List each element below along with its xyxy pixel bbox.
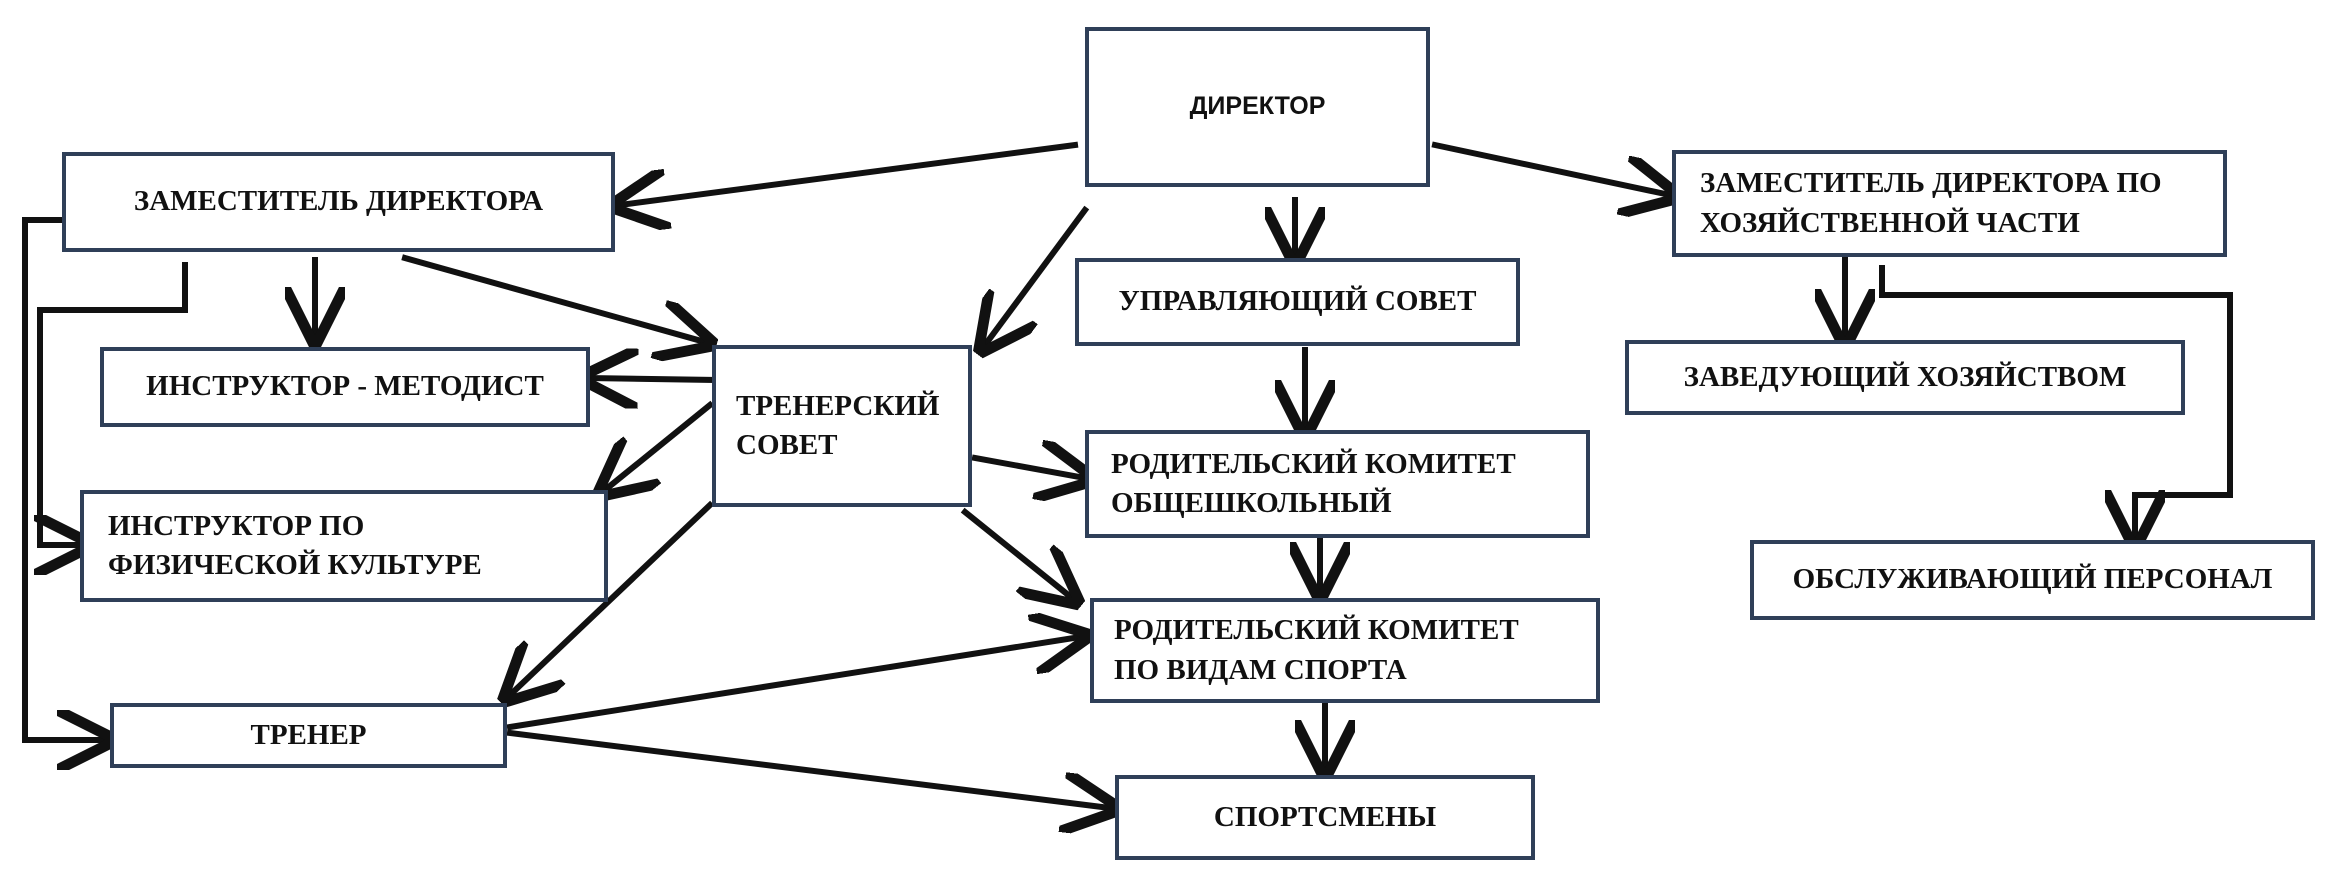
school-parent-committee-label: РОДИТЕЛЬСКИЙ КОМИТЕТ ОБЩЕШКОЛЬНЫЙ bbox=[1111, 447, 1516, 519]
arrow-coach-to-athletes bbox=[506, 729, 1110, 808]
coach-box: ТРЕНЕР bbox=[110, 703, 507, 768]
governing-council-box: УПРАВЛЯЮЩИЙ СОВЕТ bbox=[1075, 258, 1520, 346]
director-label: ДИРЕКТОР bbox=[1189, 92, 1326, 121]
service-staff-box: ОБСЛУЖИВАЮЩИЙ ПЕРСОНАЛ bbox=[1750, 540, 2315, 620]
pe-instructor-box: ИНСТРУКТОР ПО ФИЗИЧЕСКОЙ КУЛЬТУРЕ bbox=[80, 490, 608, 602]
coaching-council-box: ТРЕНЕРСКИЙ СОВЕТ bbox=[712, 345, 972, 507]
head-of-facilities-box: ЗАВЕДУЮЩИЙ ХОЗЯЙСТВОМ bbox=[1625, 340, 2185, 415]
deputy-director-facilities-box: ЗАМЕСТИТЕЛЬ ДИРЕКТОРА ПО ХОЗЯЙСТВЕННОЙ Ч… bbox=[1672, 150, 2227, 257]
deputy-director-box: ЗАМЕСТИТЕЛЬ ДИРЕКТОРА bbox=[62, 152, 615, 252]
sport-parent-committee-label: РОДИТЕЛЬСКИЙ КОМИТЕТ ПО ВИДАМ СПОРТА bbox=[1114, 614, 1519, 686]
arrow-deputy-to-coaching-council bbox=[401, 254, 705, 342]
director-box: ДИРЕКТОР bbox=[1085, 27, 1430, 187]
arrow-director-to-deputy bbox=[620, 141, 1079, 205]
instructor-methodist-label: ИНСТРУКТОР - МЕТОДИСТ bbox=[146, 370, 544, 403]
arrow-director-to-coaching-council bbox=[985, 205, 1090, 345]
arrow-coaching-to-school-committee bbox=[971, 458, 1085, 478]
governing-council-label: УПРАВЛЯЮЩИЙ СОВЕТ bbox=[1118, 285, 1477, 318]
sport-parent-committee-box: РОДИТЕЛЬСКИЙ КОМИТЕТ ПО ВИДАМ СПОРТА bbox=[1090, 598, 1600, 703]
school-parent-committee-box: РОДИТЕЛЬСКИЙ КОМИТЕТ ОБЩЕШКОЛЬНЫЙ bbox=[1085, 430, 1590, 538]
arrow-facilities-deputy-to-service-staff bbox=[1879, 265, 2233, 538]
coach-label: ТРЕНЕР bbox=[250, 718, 367, 751]
arrow-director-to-facilities-deputy bbox=[1431, 141, 1670, 195]
deputy-director-label: ЗАМЕСТИТЕЛЬ ДИРЕКТОРА bbox=[133, 185, 544, 218]
instructor-methodist-box: ИНСТРУКТОР - МЕТОДИСТ bbox=[100, 347, 590, 427]
arrow-coach-to-sport-committee bbox=[506, 637, 1080, 731]
head-of-facilities-label: ЗАВЕДУЮЩИЙ ХОЗЯЙСТВОМ bbox=[1683, 360, 2127, 393]
coaching-council-label: ТРЕНЕРСКИЙ СОВЕТ bbox=[736, 389, 940, 461]
service-staff-label: ОБСЛУЖИВАЮЩИЙ ПЕРСОНАЛ bbox=[1792, 563, 2273, 596]
athletes-label: СПОРТСМЕНЫ bbox=[1213, 800, 1437, 833]
arrow-coaching-to-methodist bbox=[590, 378, 719, 380]
athletes-box: СПОРТСМЕНЫ bbox=[1115, 775, 1535, 860]
arrow-coaching-to-sport-committee bbox=[960, 507, 1072, 598]
arrow-deputy-to-coach bbox=[22, 217, 105, 740]
deputy-director-facilities-label: ЗАМЕСТИТЕЛЬ ДИРЕКТОРА ПО ХОЗЯЙСТВЕННОЙ Ч… bbox=[1700, 167, 2162, 239]
arrow-coaching-to-pe-instructor bbox=[605, 400, 715, 490]
arrow-deputy-to-pe-instructor bbox=[40, 262, 188, 545]
arrow-coaching-to-coach bbox=[510, 500, 715, 695]
pe-instructor-label: ИНСТРУКТОР ПО ФИЗИЧЕСКОЙ КУЛЬТУРЕ bbox=[108, 509, 482, 581]
